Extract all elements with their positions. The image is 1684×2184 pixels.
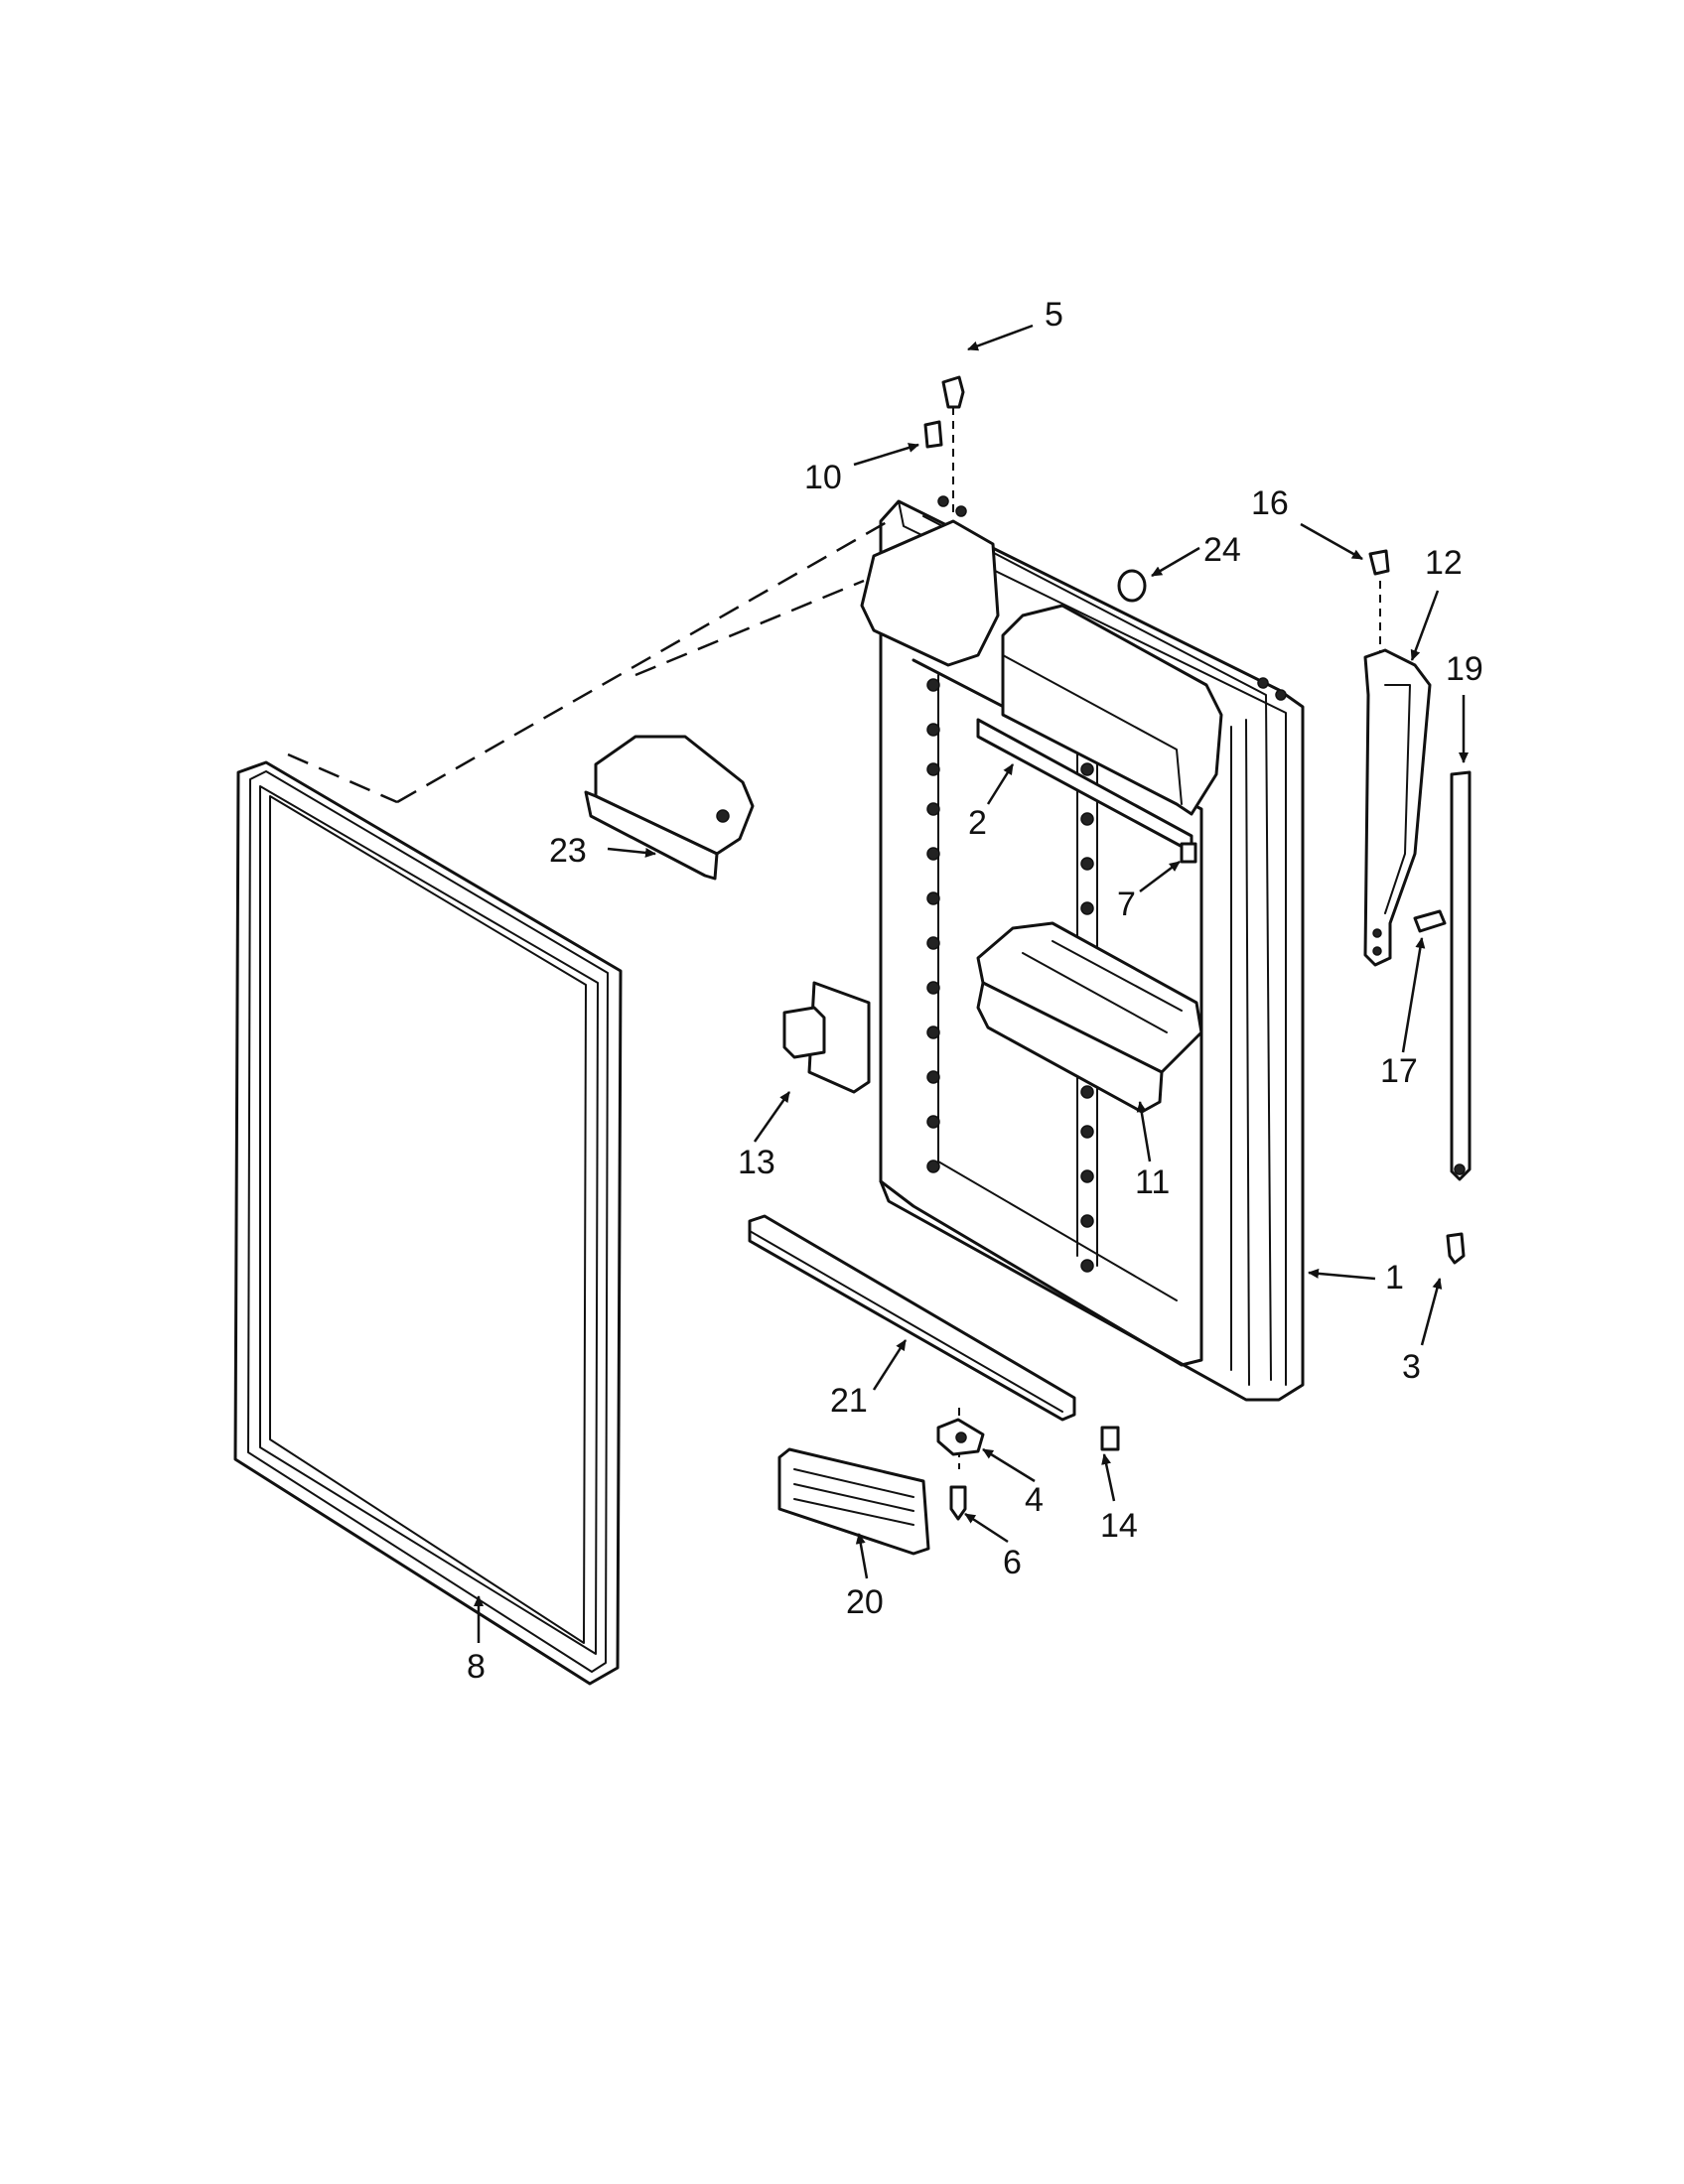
- callout-7: 7: [1117, 886, 1136, 923]
- screw-3: [1446, 1232, 1466, 1265]
- callout-19: 19: [1446, 650, 1483, 688]
- door-handle: [1363, 648, 1432, 967]
- clip: [782, 981, 871, 1094]
- leader-arrows: [474, 324, 1469, 1643]
- door-liner: [860, 495, 1305, 1402]
- callout-labels: 5 10 16 24 12 19 2 7 23 17 11 13 1 3 21 …: [467, 296, 1483, 1686]
- callout-5: 6: [1003, 1544, 1022, 1581]
- screw-16: [1368, 549, 1390, 576]
- nameplate: [777, 1447, 930, 1556]
- callout-21: 21: [830, 1382, 868, 1420]
- trim-rod: [1450, 770, 1472, 1181]
- bin-cover: [584, 735, 755, 881]
- callout-3: 3: [1402, 1348, 1421, 1386]
- callout-23: 23: [549, 832, 587, 870]
- door-gasket: [233, 760, 623, 1686]
- plug-10: [923, 420, 943, 449]
- callout-14: 14: [1100, 1507, 1138, 1545]
- screw-5: [949, 1485, 967, 1521]
- callout-6: 5: [1045, 296, 1063, 334]
- clip-14: [1100, 1426, 1120, 1451]
- callout-17: 17: [1380, 1052, 1418, 1090]
- callout-1: 1: [1385, 1259, 1404, 1297]
- hinge-pin-24: [1117, 569, 1147, 603]
- callout-16: 16: [1251, 484, 1289, 522]
- callout-2: 2: [968, 804, 987, 842]
- callout-11: 11: [1135, 1163, 1170, 1201]
- callout-12: 12: [1425, 544, 1463, 582]
- callout-24: 24: [1203, 531, 1241, 569]
- callout-13: 13: [738, 1144, 775, 1181]
- clip-7: [1180, 842, 1197, 864]
- hinge-plate: [936, 1418, 985, 1456]
- screw-17: [1413, 909, 1447, 933]
- callout-10: 10: [804, 459, 842, 496]
- callout-20: 20: [846, 1583, 884, 1621]
- callout-4: 4: [1025, 1481, 1044, 1519]
- door-shelf-bin: [976, 921, 1203, 1114]
- screw-6: [941, 375, 965, 409]
- callout-8: 8: [467, 1648, 486, 1686]
- trim-strip: [748, 1214, 1076, 1422]
